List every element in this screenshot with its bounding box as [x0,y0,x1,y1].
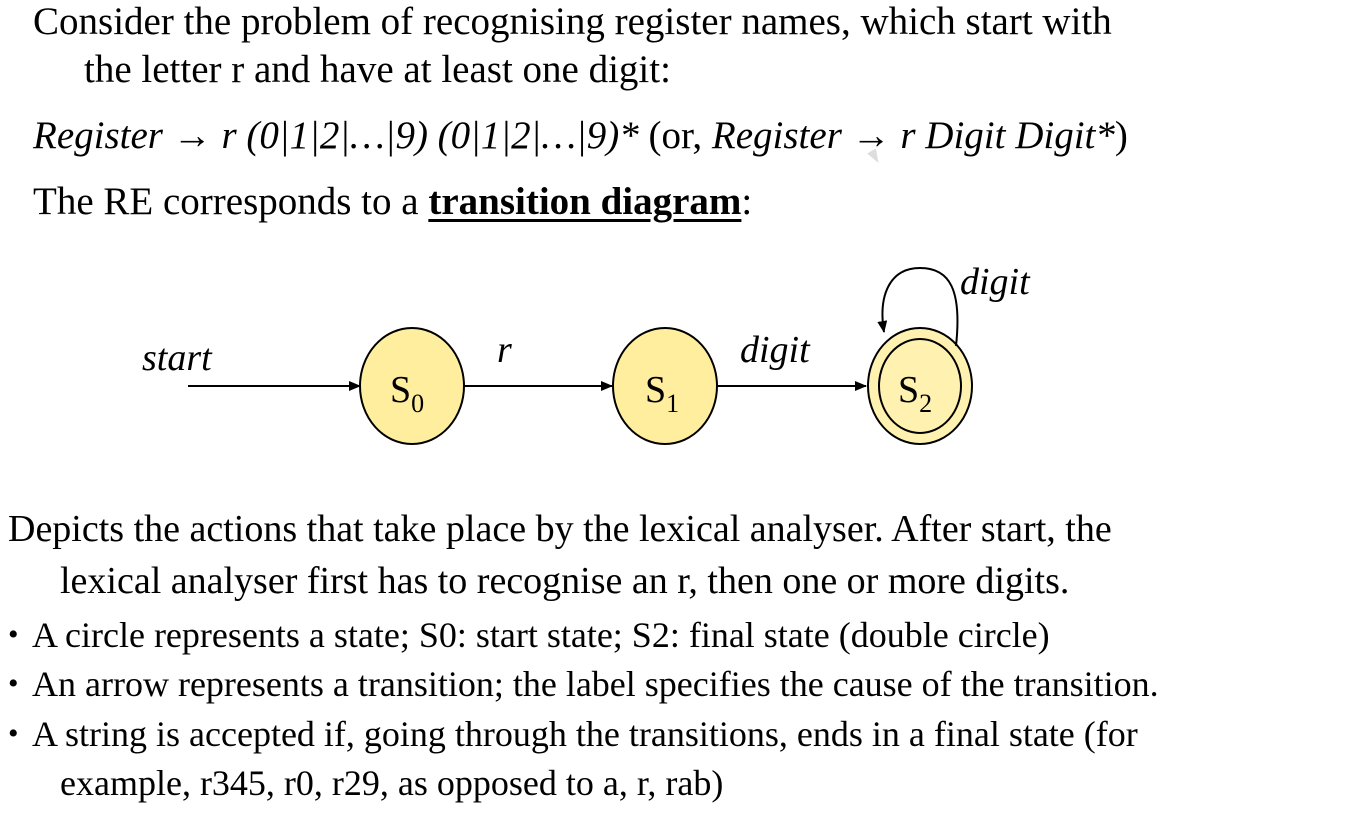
bullet-2-text: An arrow represents a transition; the la… [32,664,1159,704]
regex-arrow: → [162,114,222,157]
bullet-3-text: A string is accepted if, going through t… [32,714,1138,754]
bullet-3-continuation: example, r345, r0, r29, as opposed to a,… [60,763,724,803]
state-s2-inner-circle [878,338,962,434]
state-s1-sub: 1 [666,389,679,418]
re-prefix: The RE corresponds to a [33,180,429,223]
regex-rhs: r (0|1|2|…|9) (0|1|2|…|9)* [221,114,639,157]
state-s2-name: S [898,369,919,411]
description-line-2: lexical analyser first has to recognise … [60,560,1070,602]
re-suffix: : [741,180,753,223]
intro-line-1: Consider the problem of recognising regi… [33,0,1112,43]
regex-arrow-2: → [841,114,901,157]
start-label: start [142,337,213,379]
regex-or: (or, [638,114,712,157]
bullet-3-glyph: • [8,717,19,750]
regex-rhs-2: r Digit Digit* [900,114,1115,157]
bullet-1-text: A circle represents a state; S0: start s… [32,615,1050,655]
state-s2-final [867,327,973,445]
state-s2-sub: 2 [919,389,932,418]
intro-line-2: the letter r and have at least one digit… [84,48,671,91]
transition-digit-label: digit [740,329,811,371]
self-loop-arrow [877,266,959,347]
transition-diagram-term: transition diagram [428,180,742,223]
regex-close: ) [1114,114,1128,157]
state-s0-name: S [390,369,411,411]
regex-lhs: Register [33,114,163,157]
self-loop-digit-label: digit [960,261,1031,303]
state-s1-label: S1 [645,369,679,418]
regex-lhs-2: Register [711,114,842,157]
regex-line: Register → r (0|1|2|…|9) (0|1|2|…|9)* (o… [33,116,1128,155]
re-line: The RE corresponds to a transition diagr… [33,182,752,221]
state-s0-sub: 0 [411,389,424,418]
bullet-1-glyph: • [8,618,19,651]
state-s1-name: S [645,369,666,411]
transition-diagram: start S0 r S1 digit S2 digit [142,261,1031,445]
state-s2-label: S2 [898,369,932,418]
description-line-1: Depicts the actions that take place by t… [8,508,1112,550]
state-s0-label: S0 [390,369,424,418]
bullet-2-glyph: • [8,667,19,700]
transition-r-label: r [497,329,512,371]
state-s0 [359,327,465,445]
